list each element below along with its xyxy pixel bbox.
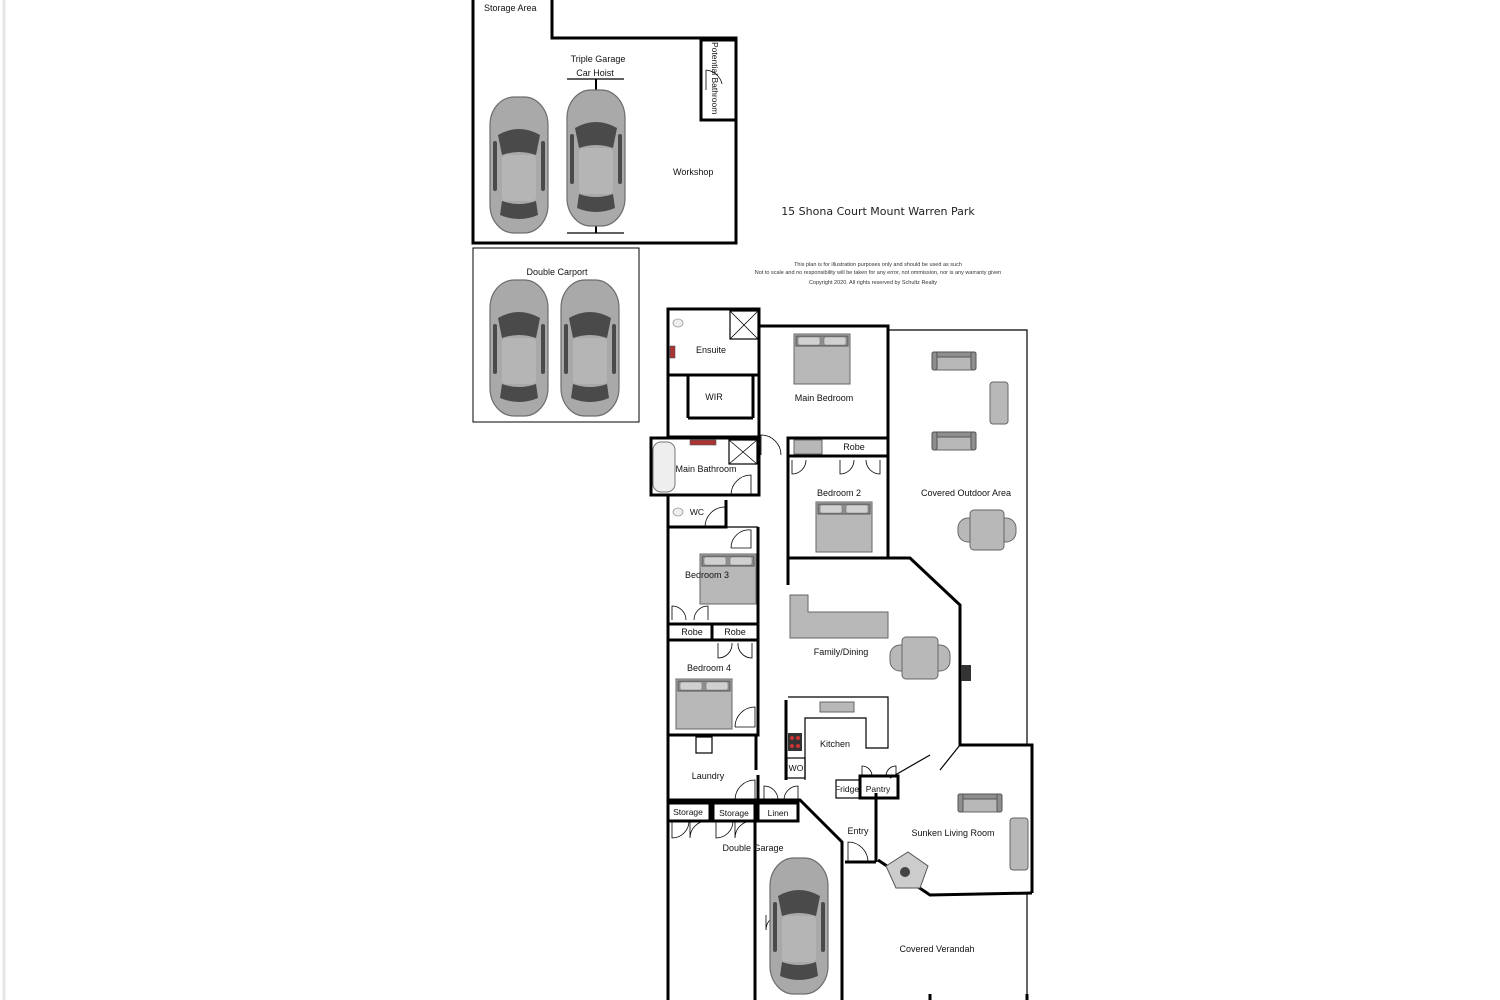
main-bathroom-label: Main Bathroom — [675, 464, 736, 474]
car-icon — [566, 89, 626, 227]
car-hoist-label: Car Hoist — [576, 68, 614, 78]
disclaimer-line-2: Not to scale and no responsibility will … — [755, 270, 1001, 276]
double-carport-label: Double Carport — [526, 267, 588, 277]
bedroom-2-label: Bedroom 2 — [817, 488, 861, 498]
robe-right-label: Robe — [724, 627, 746, 637]
plan-title: 15 Shona Court Mount Warren Park — [781, 205, 975, 218]
sofa-icon — [931, 351, 977, 371]
car-icon — [489, 96, 549, 234]
disclaimer-line-1: This plan is for illustration purposes o… — [794, 262, 962, 268]
family-dining-label: Family/Dining — [814, 647, 869, 657]
triple-garage-building — [471, 0, 738, 245]
wir-label: WIR — [705, 392, 723, 402]
robe-main-label: Robe — [843, 442, 865, 452]
entry-label: Entry — [847, 826, 869, 836]
storage-area-label: Storage Area — [484, 3, 537, 13]
bedroom-4-label: Bedroom 4 — [687, 663, 731, 673]
bedroom-3-label: Bedroom 3 — [685, 570, 729, 580]
house-walls — [649, 307, 1034, 1000]
fridge-label: Fridge — [835, 784, 859, 794]
covered-outdoor-area-label: Covered Outdoor Area — [921, 488, 1011, 498]
storage-2-label: Storage — [719, 808, 749, 818]
potential-bathroom-label: Potential Bathroom — [710, 42, 720, 114]
sofa-icon — [931, 431, 977, 451]
ensuite-label: Ensuite — [696, 345, 726, 355]
doors — [671, 434, 897, 931]
car-icon — [560, 279, 620, 417]
bed-icon — [793, 333, 851, 385]
bed-icon — [815, 501, 873, 553]
triple-garage-label: Triple Garage — [571, 54, 626, 64]
disclaimer-line-3: Copyright 2020. All rights reserved by S… — [809, 280, 937, 286]
workshop-label: Workshop — [673, 167, 713, 177]
kitchen-label: Kitchen — [820, 739, 850, 749]
wc-label: WC — [690, 507, 704, 517]
covered-verandah-label: Covered Verandah — [899, 944, 974, 954]
sunken-living-room-label: Sunken Living Room — [911, 828, 994, 838]
laundry-label: Laundry — [692, 771, 725, 781]
bed-icon — [675, 678, 733, 730]
furniture — [652, 310, 1029, 995]
storage-1-label: Storage — [673, 807, 703, 817]
wo-label: WO — [789, 763, 804, 773]
linen-label: Linen — [768, 808, 789, 818]
car-icon — [489, 279, 549, 417]
double-garage-label: Double Garage — [722, 843, 783, 853]
main-bedroom-label: Main Bedroom — [795, 393, 854, 403]
double-carport — [472, 247, 640, 423]
car-icon — [769, 857, 829, 995]
robe-left-label: Robe — [681, 627, 703, 637]
pantry-label: Pantry — [866, 784, 891, 794]
sofa-icon — [957, 793, 1003, 813]
